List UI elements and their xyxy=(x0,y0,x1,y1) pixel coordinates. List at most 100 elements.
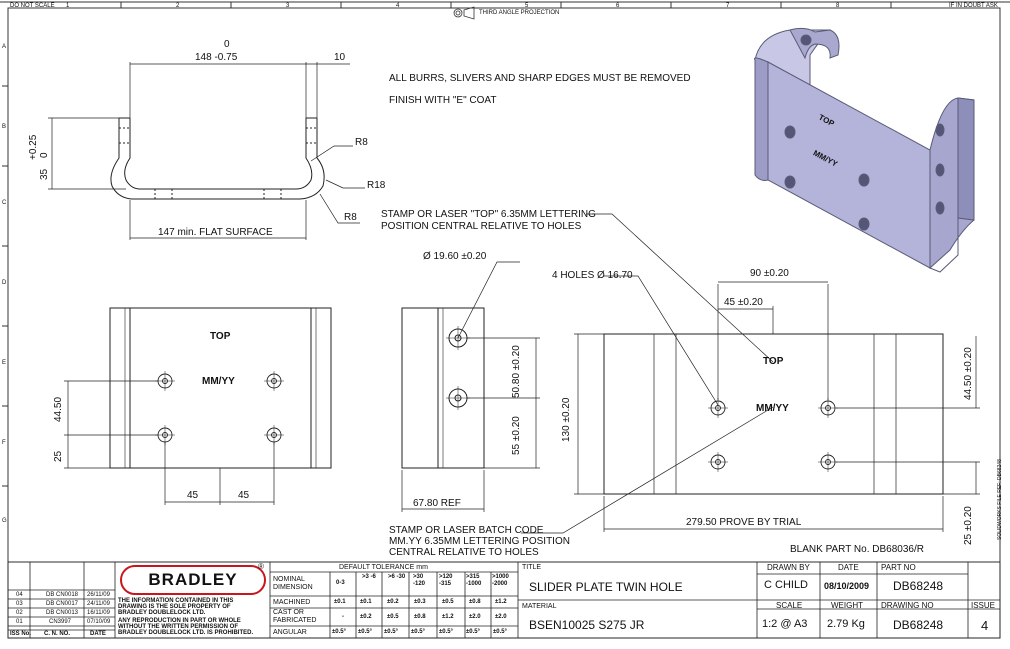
column-number: 1 xyxy=(66,3,70,9)
column-number: 4 xyxy=(396,3,400,9)
drawing-no-value: DB68248 xyxy=(893,618,944,632)
tol-angular: ±0.5° xyxy=(493,629,508,635)
dim-67-80: 67.80 REF xyxy=(413,498,461,509)
rev-cn: CN3997 xyxy=(49,619,72,625)
rev-header-date: DATE xyxy=(90,631,106,637)
row-letter: B xyxy=(2,124,7,130)
rev-cn: DB CN0018 xyxy=(46,592,79,598)
rev-cn: DB CN0013 xyxy=(46,610,79,616)
row-letter: F xyxy=(2,440,6,446)
dim-flange-10: 10 xyxy=(334,52,346,63)
tol-cast: ±2.0 xyxy=(495,614,507,620)
registered-mark: ® xyxy=(258,562,264,571)
tol-machined: ±0.1 xyxy=(334,599,346,605)
part-no-value: DB68248 xyxy=(893,579,944,593)
tol-header: >315 -1000 xyxy=(466,574,482,587)
rev-header-iss: ISS No. xyxy=(10,631,32,637)
part-no-label: PART NO xyxy=(881,563,916,572)
note-finish: FINISH WITH "E" COAT xyxy=(389,95,497,106)
blank-view xyxy=(603,333,944,495)
drawing-title: SLIDER PLATE TWIN HOLE xyxy=(529,580,683,594)
blank-view-holes xyxy=(708,398,838,472)
note-stamp-top-1: STAMP OR LASER "TOP" 6.35MM LETTERING xyxy=(381,209,596,220)
tol-row-machined: MACHINED xyxy=(273,599,311,606)
tol-angular: ±0.5° xyxy=(358,629,373,635)
dim-44-50-left: 44.50 xyxy=(53,396,64,422)
title-block-grid xyxy=(7,561,1001,639)
profile-view xyxy=(110,117,325,200)
dim-r18: R18 xyxy=(367,180,386,191)
tol-cast: ±0.8 xyxy=(414,614,426,620)
dim-height-zero: 0 xyxy=(39,152,50,158)
tol-machined: ±0.1 xyxy=(360,599,372,605)
dim-55: 55 ±0.20 xyxy=(511,416,522,455)
note-stamp-batch-2: MM.YY 6.35MM LETTERING POSITION xyxy=(389,536,570,547)
row-letter: G xyxy=(2,518,7,524)
tol-angular: ±0.5° xyxy=(384,629,399,635)
dim-flat-147: 147 min. FLAT SURFACE xyxy=(158,227,273,238)
tol-machined: ±0.5 xyxy=(442,599,454,605)
column-number: 8 xyxy=(836,3,840,9)
brand-logo-text: BRADLEY xyxy=(148,570,238,589)
tol-header: >120 -315 xyxy=(439,574,453,587)
side-view-dimensions xyxy=(401,261,540,512)
notice-line: DRAWING IS THE SOLE PROPERTY OF xyxy=(118,604,231,610)
issue-value: 4 xyxy=(981,618,989,633)
dim-25-left: 25 xyxy=(53,450,64,462)
rev-date: 24/11/09 xyxy=(87,601,110,607)
tol-cast: ±1.2 xyxy=(442,614,454,620)
blank-date-label: MM/YY xyxy=(756,403,789,414)
do-not-scale-note: DO NOT SCALE xyxy=(10,3,55,9)
rev-header-cn: C. N. NO. xyxy=(44,631,71,637)
notice-line: BRADLEY DOUBLELOCK LTD. IS PROHIBITED. xyxy=(118,630,254,636)
dim-four-holes: 4 HOLES Ø 16.70 xyxy=(552,270,633,281)
column-number: 3 xyxy=(286,3,290,9)
rev-date: 26/11/09 xyxy=(87,592,110,598)
projection-label: THIRD ANGLE PROJECTION xyxy=(479,10,560,16)
dim-tolerance-upper: 0 xyxy=(224,39,230,50)
tol-machined: ±1.2 xyxy=(495,599,507,605)
drawn-by-label: DRAWN BY xyxy=(767,563,810,572)
tol-row-nominal: NOMINAL DIMENSION xyxy=(273,576,313,591)
tol-angular: ±0.5° xyxy=(332,629,347,635)
column-number: 2 xyxy=(176,3,180,9)
weight-label: WEIGHT xyxy=(831,601,863,610)
dim-45-b: 45 xyxy=(238,490,250,501)
notice-line: ANY REPRODUCTION IN PART OR WHOLE xyxy=(118,618,241,624)
weight-value: 2.79 Kg xyxy=(827,618,865,630)
dim-44-50-right: 44.50 ±0.20 xyxy=(963,347,974,400)
plan-date-label: MM/YY xyxy=(202,376,235,387)
dim-25-right: 25 ±0.20 xyxy=(963,506,974,545)
column-number: 5 xyxy=(525,3,529,9)
material-label: MATERIAL xyxy=(522,603,557,610)
rev-iss: 04 xyxy=(16,592,23,598)
dim-45-top: 45 ±0.20 xyxy=(724,297,763,308)
tol-cast: ±0.5 xyxy=(387,614,399,620)
rev-iss: 03 xyxy=(16,601,23,607)
dim-hole-dia: Ø 19.60 ±0.20 xyxy=(423,251,487,262)
tol-angular: ±0.5° xyxy=(439,629,454,635)
plan-top-label: TOP xyxy=(210,331,231,342)
side-file-note: SOLIDWORKS FILE REF: DB68248 xyxy=(997,459,1003,540)
notice-line: BRADLEY DOUBLELOCK LTD. xyxy=(118,610,206,616)
column-number: 6 xyxy=(616,3,620,9)
isometric-part xyxy=(754,27,975,273)
tol-header: 0-3 xyxy=(336,580,345,586)
tol-machined: ±0.8 xyxy=(469,599,481,605)
dim-90: 90 ±0.20 xyxy=(750,268,789,279)
dim-height-tol: +0.25 xyxy=(28,134,39,160)
side-view xyxy=(401,307,485,469)
scale-value: 1:2 @ A3 xyxy=(762,618,808,630)
tol-header: >30 -120 xyxy=(413,574,426,587)
rev-date: 16/11/09 xyxy=(87,610,110,616)
tol-cast: - xyxy=(342,614,344,620)
dim-height-35: 35 xyxy=(39,168,50,180)
blank-top-label: TOP xyxy=(763,356,784,367)
date-value: 08/10/2009 xyxy=(824,581,870,591)
tol-machined: ±0.3 xyxy=(414,599,426,605)
notice-line: WITHOUT THE WRITTEN PERMISSION OF xyxy=(118,624,238,630)
row-letter: E xyxy=(2,360,7,366)
profile-dimensions xyxy=(48,62,365,240)
tol-cast: ±0.2 xyxy=(360,614,372,620)
